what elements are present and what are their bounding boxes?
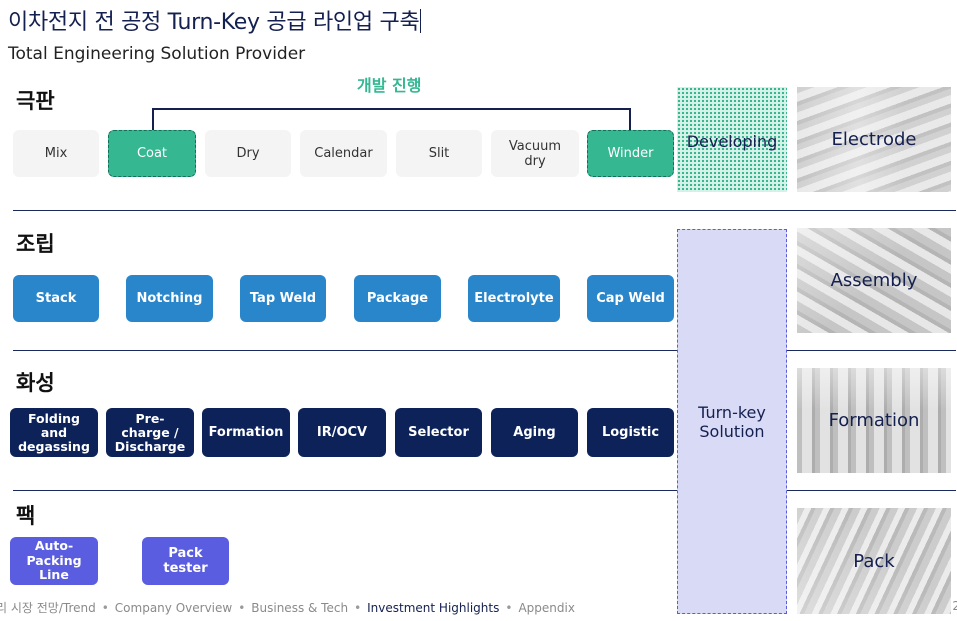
step-slit[interactable]: Slit [396, 130, 482, 177]
page-subtitle: Total Engineering Solution Provider [8, 44, 306, 64]
step-tap-weld[interactable]: Tap Weld [240, 275, 326, 322]
step-ir-ocv[interactable]: IR/OCV [298, 408, 386, 457]
step-precharge-discharge[interactable]: Pre- charge / Discharge [106, 408, 194, 457]
section-label-electrode: 극판 [16, 89, 55, 113]
photo-formation-label: Formation [828, 410, 920, 431]
step-logistic[interactable]: Logistic [587, 408, 674, 457]
step-electrolyte[interactable]: Electrolyte [468, 275, 560, 322]
section-label-formation: 화성 [16, 371, 55, 395]
step-vacuum-dry[interactable]: Vacuum dry [491, 130, 579, 177]
step-coat[interactable]: Coat [108, 130, 196, 177]
page-number: 2 [952, 599, 957, 613]
bracket-right-leg [629, 108, 631, 130]
step-auto-packing-line[interactable]: Auto- Packing Line [10, 537, 98, 585]
divider-2 [13, 350, 956, 351]
step-pack-tester[interactable]: Pack tester [142, 537, 229, 585]
section-label-pack: 팩 [16, 504, 36, 528]
step-package[interactable]: Package [354, 275, 441, 322]
step-folding-degassing[interactable]: Folding and degassing [10, 408, 98, 457]
step-cap-weld[interactable]: Cap Weld [587, 275, 674, 322]
page-title: 이차전지 전 공정 Turn-Key 공급 라인업 구축 [8, 4, 422, 36]
text-cursor [420, 9, 422, 33]
bracket-left-leg [152, 108, 154, 130]
footer-separator: • [505, 601, 513, 615]
turnkey-label: Turn-key Solution [698, 402, 766, 441]
divider-1 [13, 210, 956, 211]
development-bracket [152, 108, 631, 110]
step-selector[interactable]: Selector [395, 408, 482, 457]
section-label-assembly: 조립 [16, 232, 55, 256]
footer-link-market-trend[interactable]: 리 시장 전망/Trend [0, 601, 96, 615]
photo-assembly: Assembly [797, 228, 951, 333]
step-aging[interactable]: Aging [491, 408, 578, 457]
footer-link-company-overview[interactable]: Company Overview [114, 601, 233, 615]
developing-panel: Developing [677, 87, 787, 192]
page-title-text: 이차전지 전 공정 Turn-Key 공급 라인업 구축 [8, 10, 420, 35]
footer-separator: • [354, 601, 362, 615]
photo-assembly-label: Assembly [830, 270, 918, 291]
turnkey-panel: Turn-key Solution [677, 229, 787, 614]
footer-separator: • [101, 601, 109, 615]
photo-formation: Formation [797, 368, 951, 473]
footer-nav: 리 시장 전망/Trend • Company Overview • Business … [0, 599, 575, 616]
footer-separator: • [238, 601, 246, 615]
development-label: 개발 진행 [357, 76, 422, 95]
step-stack[interactable]: Stack [13, 275, 99, 322]
step-dry[interactable]: Dry [205, 130, 291, 177]
footer-link-appendix[interactable]: Appendix [518, 601, 575, 615]
step-notching[interactable]: Notching [126, 275, 213, 322]
step-winder[interactable]: Winder [587, 130, 674, 177]
step-calendar[interactable]: Calendar [300, 130, 387, 177]
photo-electrode: Electrode [797, 87, 951, 192]
step-mix[interactable]: Mix [13, 130, 99, 177]
photo-pack-label: Pack [853, 550, 895, 572]
footer-link-business-tech[interactable]: Business & Tech [251, 601, 349, 615]
divider-3 [13, 490, 956, 491]
photo-pack: Pack [797, 508, 951, 614]
developing-label: Developing [686, 132, 778, 151]
footer-link-investment-highlights[interactable]: Investment Highlights [367, 601, 500, 615]
step-formation[interactable]: Formation [202, 408, 290, 457]
photo-electrode-label: Electrode [831, 129, 917, 150]
